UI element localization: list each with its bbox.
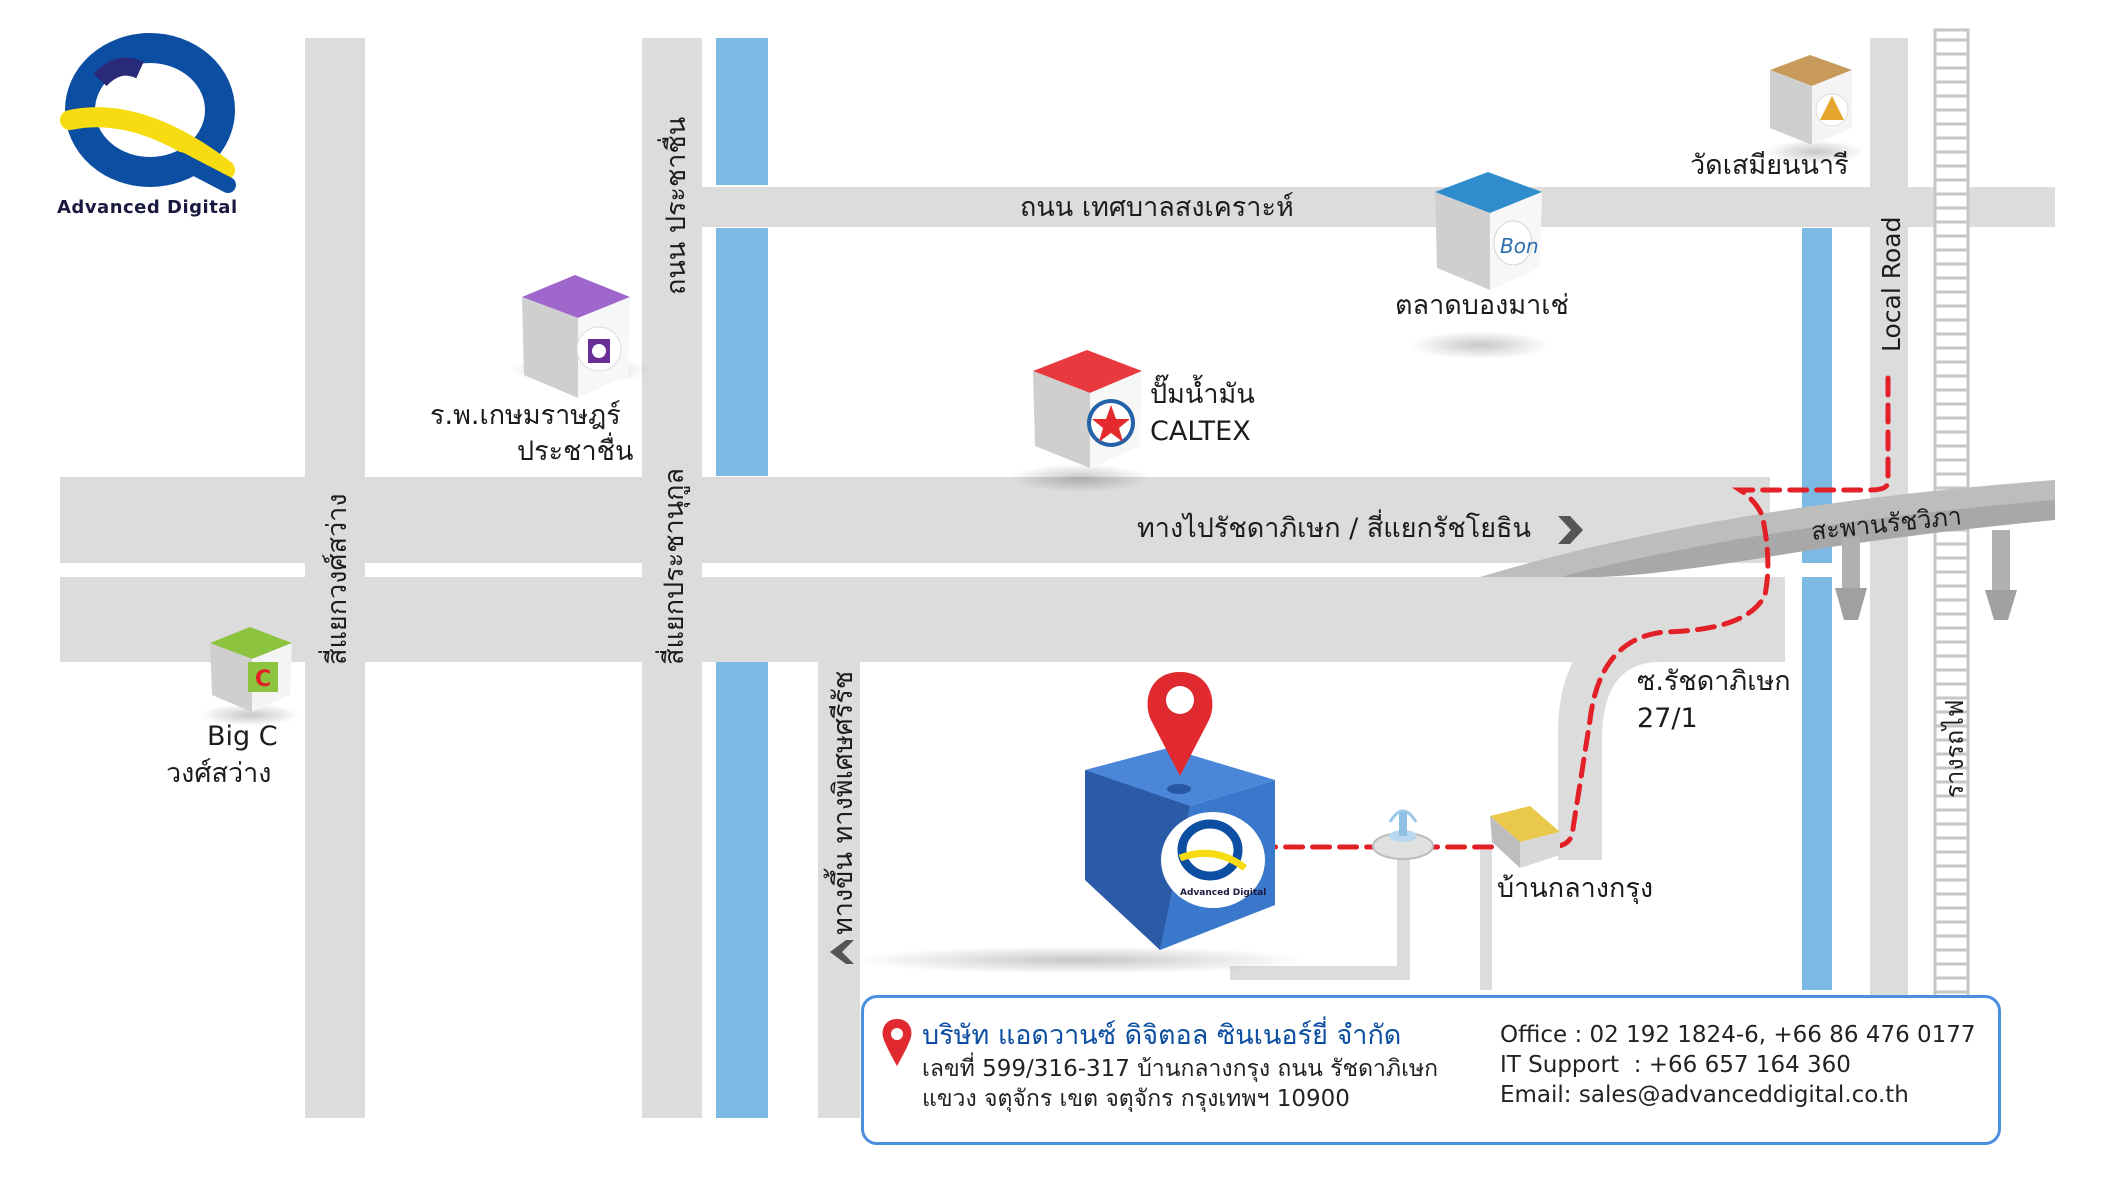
svg-text:C: C — [255, 667, 271, 692]
label-gas-station: ปั๊มน้ำมัน — [1150, 374, 1255, 410]
road-upper-main — [60, 477, 1770, 563]
market-icon: Bon — [1410, 172, 1550, 359]
location-pin-icon — [1147, 672, 1213, 776]
route-path — [1267, 375, 1891, 850]
label-wongsawang-junction: สี่แยกวงศ์สว่าง — [318, 493, 353, 665]
arrow-right-icon — [1558, 516, 1583, 544]
canal-left-bottom — [716, 662, 768, 1118]
label-market: ตลาดบองมาเช่ — [1395, 290, 1569, 321]
label-caltex: CALTEX — [1150, 416, 1251, 447]
it-support-phone[interactable]: IT Support : +66 657 164 360 — [1500, 1052, 1851, 1078]
email-address[interactable]: Email: sales@advanceddigital.co.th — [1500, 1082, 1909, 1108]
canal-left-top — [716, 38, 768, 185]
svg-text:Bon: Bon — [1500, 234, 1539, 258]
label-temple: วัดเสมียนนารี — [1690, 150, 1849, 181]
canal-right-bottom — [1802, 577, 1832, 990]
label-to-ratchada: ทางไปรัชดาภิเษก / สี่แยกรัชโยธิน — [1137, 509, 1531, 544]
contact-info-box: บริษัท แอดวานซ์ ดิจิตอล ซินเนอร์ยี่ จำกั… — [861, 995, 2001, 1145]
location-pin-icon — [882, 1019, 912, 1066]
office-building-icon: Advanced Digital — [850, 748, 1310, 974]
label-railway: รางรถไฟ — [1940, 699, 1969, 798]
label-soi-ratchada: ซ.รัชดาภิเษก — [1637, 666, 1791, 697]
label-hospital: ร.พ.เกษมราษฎร์ — [430, 399, 621, 431]
hospital-icon — [510, 275, 650, 398]
svg-text:Advanced Digital: Advanced Digital — [1180, 888, 1266, 898]
road-phiset-side — [818, 660, 860, 1118]
label-hospital-branch: ประชาชื่น — [517, 432, 633, 467]
road-thesaban — [700, 187, 2055, 227]
road-village-branch — [1480, 850, 1492, 990]
label-soi-number: 27/1 — [1637, 703, 1698, 734]
label-thesaban-road: ถนน เทศบาลสงเคราะห์ — [1020, 191, 1294, 223]
arrow-left-icon — [830, 940, 854, 964]
fountain-icon — [1372, 809, 1434, 860]
label-bigc-branch: วงศ์สว่าง — [166, 757, 271, 789]
road-lower-main — [60, 577, 1785, 662]
office-phone[interactable]: Office : 02 192 1824-6, +66 86 476 0177 — [1500, 1022, 1976, 1048]
label-prachanukul-junction: สี่แยกประชานุกูล — [655, 468, 691, 665]
rachavipha-bridge — [1480, 480, 2055, 620]
label-local-road: Local Road — [1877, 217, 1906, 352]
brand-name: Advanced Digital — [57, 197, 238, 218]
caltex-icon — [1010, 350, 1150, 492]
road-soi — [1558, 577, 1785, 860]
label-prachachuen-road: ถนน ประชาชื่น — [657, 117, 692, 295]
logo-icon — [60, 33, 236, 193]
road-local — [1870, 38, 1908, 1118]
temple-icon — [1765, 55, 1865, 164]
company-name: บริษัท แอดวานซ์ ดิจิตอล ซินเนอร์ยี่ จำกั… — [922, 1020, 1402, 1051]
canal-left-mid — [716, 228, 768, 476]
bigc-icon: C — [200, 627, 300, 726]
address-line-1: เลขที่ 599/316-317 บ้านกลางกรุง ถนน รัชด… — [922, 1056, 1439, 1082]
roads — [60, 38, 2055, 1118]
label-phiset-ramp: ทางขึ้น ทางพิเศษศรีรัช — [823, 671, 859, 935]
label-village: บ้านกลางกรุง — [1497, 873, 1653, 905]
address-line-2: แขวง จตุจักร เขต จตุจักร กรุงเทพฯ 10900 — [922, 1086, 1350, 1112]
village-gate-icon — [1490, 806, 1560, 868]
label-bigc: Big C — [207, 721, 278, 752]
canals — [716, 38, 1832, 1118]
